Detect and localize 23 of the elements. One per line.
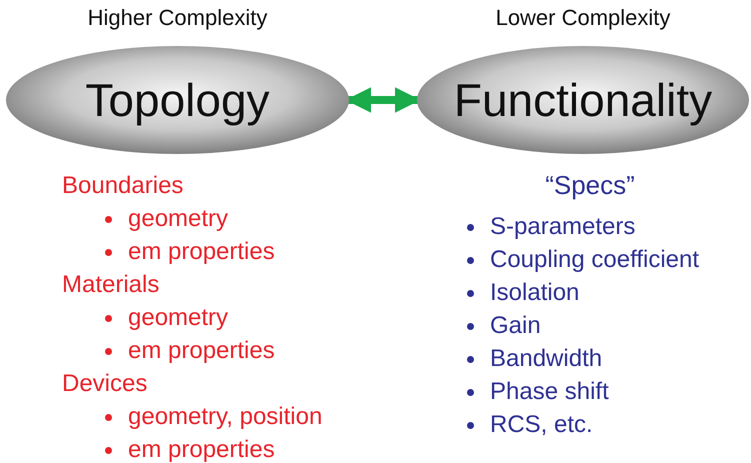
list-item: geometry (128, 304, 228, 332)
list-item: Coupling coefficient (490, 246, 700, 274)
category-label: Boundaries (62, 172, 184, 200)
node-title: Topology (85, 73, 270, 127)
list-item: geometry (128, 205, 228, 233)
list-item: em properties (128, 337, 275, 365)
list-item: Gain (490, 312, 541, 340)
list-item: em properties (128, 436, 275, 463)
node-title: Functionality (454, 73, 712, 127)
list-item: Isolation (490, 279, 580, 307)
list-item: S-parameters (490, 213, 636, 241)
heading: Higher Complexity (86, 5, 268, 31)
list-heading: “Specs” (544, 170, 636, 201)
ellipse-node (5, 45, 350, 155)
ellipse-node (416, 45, 750, 155)
list-item: Bandwidth (490, 345, 602, 373)
list-item: geometry, position (128, 403, 322, 431)
list-item: em properties (128, 238, 275, 266)
category-label: Devices (62, 370, 148, 398)
category-label: Materials (62, 271, 160, 299)
list-item: RCS, etc. (490, 411, 593, 439)
heading: Lower Complexity (494, 5, 672, 31)
list-item: Phase shift (490, 378, 609, 406)
